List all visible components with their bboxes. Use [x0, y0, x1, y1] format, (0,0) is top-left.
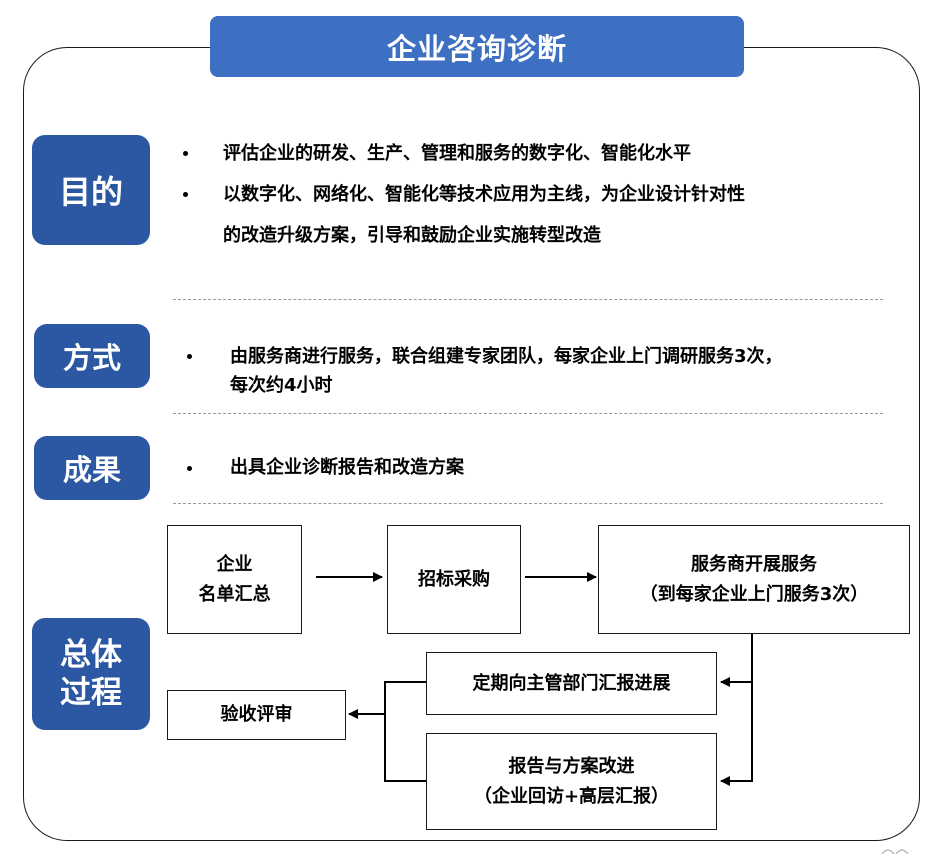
process-label-line2: 过程: [60, 675, 122, 711]
purpose-bullet-1: 评估企业的研发、生产、管理和服务的数字化、智能化水平: [223, 143, 691, 164]
step-list-line1: 企业: [216, 553, 253, 575]
page-title: 企业咨询诊断: [210, 16, 744, 77]
section-divider: [173, 413, 883, 414]
step-service: 服务商开展服务 （到每家企业上门服务3次）: [598, 525, 910, 634]
step-list-line2: 名单汇总: [198, 583, 271, 605]
step-acceptance: 验收评审: [167, 690, 346, 740]
step-improve-line2: （企业回访+高层汇报）: [473, 785, 670, 807]
section-divider: [173, 503, 883, 504]
result-bullet-1: 出具企业诊断报告和改造方案: [230, 457, 464, 478]
step-service-line2: （到每家企业上门服务3次）: [639, 583, 869, 605]
step-report-progress: 定期向主管部门汇报进展: [426, 652, 717, 715]
connector-report-left: [384, 681, 426, 782]
bullet-dot: [187, 466, 192, 471]
bullet-dot: [183, 151, 188, 156]
bullet-dot: [183, 192, 188, 197]
process-label-line1: 总体: [60, 637, 122, 673]
result-label: 成果: [34, 436, 150, 500]
step-improve: 报告与方案改进 （企业回访+高层汇报）: [426, 733, 717, 830]
purpose-bullet-2-cont: 的改造升级方案，引导和鼓励企业实施转型改造: [223, 225, 601, 246]
step-improve-line1: 报告与方案改进: [508, 755, 635, 777]
section-divider: [173, 299, 883, 300]
step-bidding: 招标采购: [387, 525, 521, 634]
step-list-summary: 企业 名单汇总: [167, 525, 302, 634]
method-bullet-1-cont: 每次约4小时: [230, 375, 333, 396]
method-bullet-1: 由服务商进行服务，联合组建专家团队，每家企业上门调研服务3次，: [230, 346, 783, 367]
method-label: 方式: [34, 324, 150, 388]
arrow-service-to-improve: [720, 682, 753, 786]
purpose-label: 目的: [32, 135, 150, 245]
purpose-bullet-2: 以数字化、网络化、智能化等技术应用为主线，为企业设计针对性: [223, 184, 745, 205]
arrow-service-to-report: [720, 634, 753, 687]
process-label: 总体 过程: [32, 618, 150, 730]
step-service-line1: 服务商开展服务: [691, 553, 817, 575]
decorative-mark: [881, 849, 909, 854]
step-acceptance-line1: 验收评审: [220, 704, 293, 725]
step-report-progress-line1: 定期向主管部门汇报进展: [472, 672, 671, 694]
bullet-dot: [187, 354, 192, 359]
step-bidding-line1: 招标采购: [418, 568, 490, 590]
